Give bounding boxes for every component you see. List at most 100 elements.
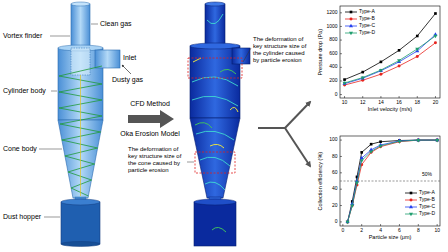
legend-swatch <box>345 32 357 35</box>
data-marker <box>434 41 437 44</box>
tick-mark <box>380 96 381 98</box>
legend-swatch-marker <box>350 18 353 21</box>
legend-swatch-line <box>405 200 417 201</box>
data-marker <box>379 145 383 148</box>
fork-arrow <box>258 127 285 129</box>
tick-mark <box>361 224 362 226</box>
tick-mark <box>437 224 438 226</box>
tick-mark <box>340 221 342 222</box>
axis-title: Collection efficiency (%) <box>317 152 323 211</box>
tick-label: 1000 <box>326 24 337 30</box>
dust-hopper <box>194 202 236 246</box>
data-marker <box>361 76 365 79</box>
part-label: Dust hopper <box>3 213 41 221</box>
data-marker <box>380 61 383 64</box>
part-label: Clean gas <box>100 20 132 28</box>
chart-frame <box>340 136 440 226</box>
axis-title: Pressure drop (Pa) <box>317 29 323 75</box>
flow-arrow <box>122 65 131 74</box>
data-marker <box>433 35 437 38</box>
legend-swatch-marker <box>350 11 353 14</box>
tick-label: 16 <box>396 100 402 106</box>
tick-label: 100 <box>329 137 337 143</box>
axis-title: Inlet velocity (m/s) <box>368 106 412 112</box>
method-label: Oka Erosion Model <box>120 130 180 138</box>
data-marker <box>435 139 439 142</box>
data-marker <box>350 204 354 207</box>
pipe-top <box>205 2 225 6</box>
legend-label: Type-D <box>419 211 435 217</box>
tick-mark <box>340 26 342 27</box>
data-line <box>348 140 438 222</box>
tick-mark <box>380 224 381 226</box>
leader-line <box>51 91 57 92</box>
data-marker <box>379 73 382 76</box>
data-marker <box>398 64 401 67</box>
data-marker <box>379 69 383 72</box>
tick-mark <box>362 96 363 98</box>
pipe-top <box>71 2 90 6</box>
tick-label: 800 <box>329 37 337 43</box>
tick-label: 4 <box>379 228 382 234</box>
vortex-finder-pipe <box>205 4 225 46</box>
tick-label: 600 <box>329 51 337 57</box>
tick-mark <box>417 96 418 98</box>
legend-swatch <box>405 199 417 202</box>
data-marker <box>346 221 349 224</box>
tick-label: 1200 <box>326 10 337 16</box>
data-marker <box>398 49 401 52</box>
legend-swatch-marker <box>409 213 413 216</box>
tick-mark <box>340 156 342 157</box>
vortex-core <box>80 75 81 196</box>
data-marker <box>416 55 419 58</box>
tick-label: 18 <box>414 100 420 106</box>
legend-swatch <box>345 18 357 21</box>
legend-label: Type-C <box>359 23 375 29</box>
data-marker <box>397 59 401 62</box>
data-marker <box>417 139 420 142</box>
inlet-duct <box>232 48 250 64</box>
highlight-box <box>188 58 242 78</box>
data-line <box>348 140 438 222</box>
method-label: CFD Method <box>130 100 170 108</box>
tick-mark <box>340 189 342 190</box>
axis-title: Particle size (μm) <box>369 234 412 240</box>
legend-label: Type-B <box>359 16 375 22</box>
erosion-streak <box>192 14 238 190</box>
data-marker <box>434 12 437 15</box>
data-line <box>348 140 438 222</box>
leader-line <box>39 149 62 150</box>
legend-swatch <box>405 205 417 208</box>
tick-label: 0 <box>341 228 344 234</box>
tick-mark <box>342 224 343 226</box>
data-marker <box>360 151 363 154</box>
fork-arrow <box>285 102 310 128</box>
data-marker <box>346 221 350 224</box>
data-marker <box>415 49 419 52</box>
tick-label: 0 <box>335 219 338 225</box>
tick-label: 400 <box>329 64 337 70</box>
tick-mark <box>340 205 342 206</box>
tick-label: 10 <box>434 228 440 234</box>
tick-mark <box>344 96 345 98</box>
legend-swatch <box>405 192 417 195</box>
data-marker <box>369 150 373 153</box>
legend-label: Type-A <box>359 9 375 15</box>
legend-swatch-marker <box>410 192 413 195</box>
legend-swatch-line <box>405 193 417 194</box>
part-label: Cylinder body <box>3 87 46 95</box>
data-line <box>345 35 436 84</box>
tick-mark <box>399 96 400 98</box>
part-label: Inlet <box>123 54 136 62</box>
data-marker <box>417 139 420 142</box>
tick-mark <box>340 94 342 95</box>
tick-label: 8 <box>417 228 420 234</box>
leader-line <box>50 36 70 37</box>
legend-label: Type-C <box>419 204 435 210</box>
legend-swatch <box>345 11 357 14</box>
data-marker <box>361 71 364 74</box>
legend-swatch-marker <box>410 199 413 202</box>
